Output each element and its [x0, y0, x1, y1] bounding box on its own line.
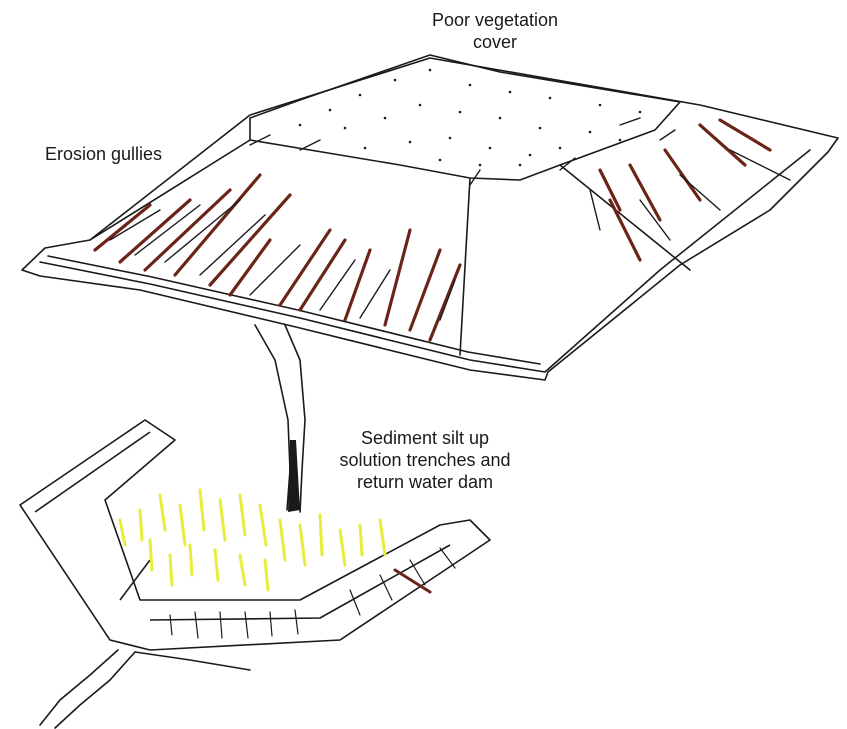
label-line: cover — [400, 31, 590, 53]
sediment-flow — [288, 440, 300, 512]
label-line: Sediment silt up — [330, 427, 520, 449]
heap-slope-edge-front — [460, 178, 470, 355]
outflow-stream — [40, 650, 118, 725]
label-line: Poor vegetation — [400, 9, 590, 31]
label-poor-vegetation-cover: Poor vegetation cover — [400, 9, 590, 53]
dam-inner-wall — [35, 432, 150, 512]
dam-crest — [120, 560, 150, 600]
label-erosion-gullies: Erosion gullies — [45, 143, 162, 165]
outflow-stream-right — [135, 652, 250, 670]
sediment-channel — [255, 325, 290, 510]
erosion-gullies — [95, 120, 770, 340]
dam-gully-mark — [395, 570, 430, 592]
dam-rim — [150, 545, 450, 620]
label-line: return water dam — [330, 471, 520, 493]
heap-top-outline — [250, 55, 680, 180]
label-sediment: Sediment silt up solution trenches and r… — [330, 427, 520, 493]
label-line: solution trenches and — [330, 449, 520, 471]
heap-slope-edge-right — [560, 165, 690, 270]
outflow-stream-edge — [55, 652, 135, 728]
